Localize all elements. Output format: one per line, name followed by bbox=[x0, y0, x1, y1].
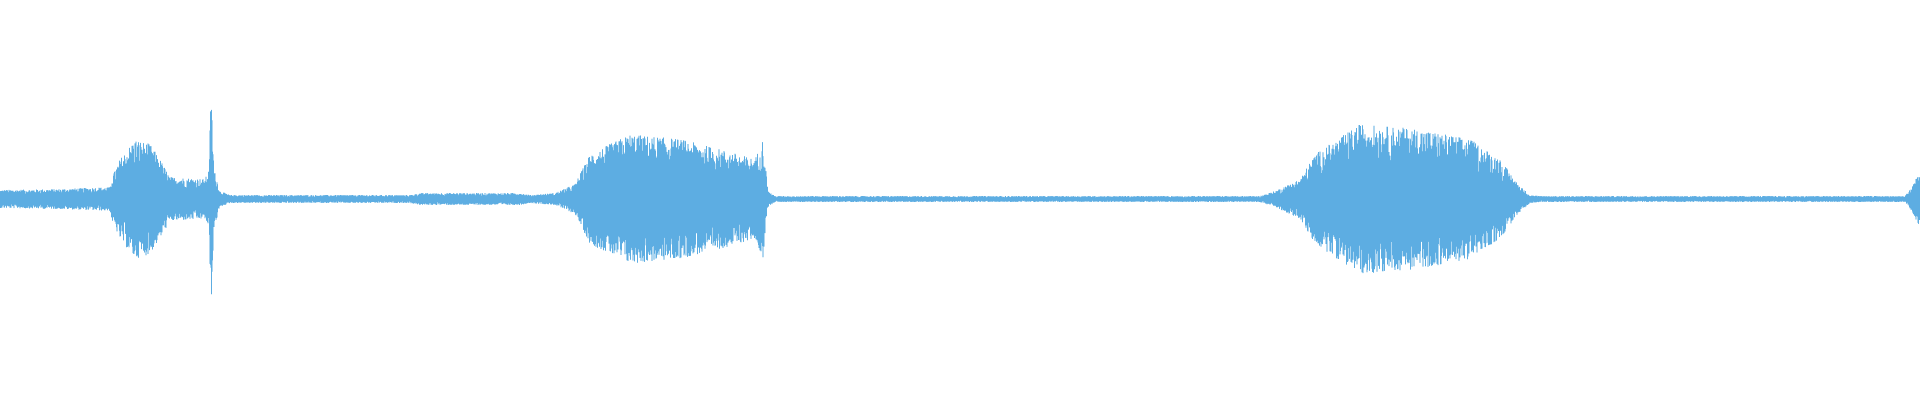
waveform-trace bbox=[0, 109, 1920, 295]
